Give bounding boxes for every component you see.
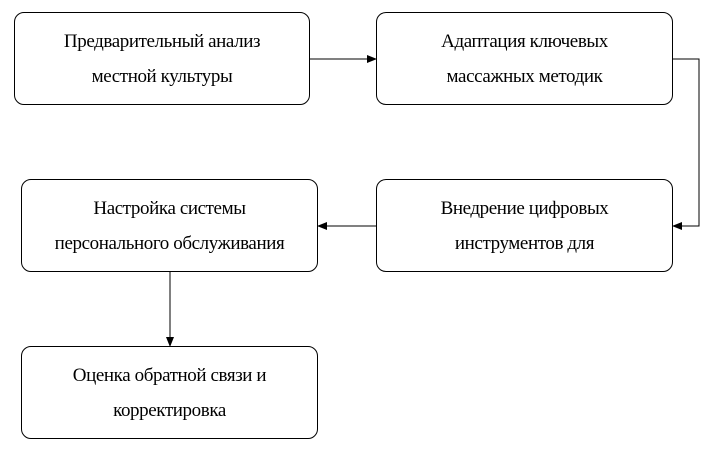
step-label-line-1: Внедрение цифровых [440, 197, 609, 219]
step-feedback-evaluation: Оценка обратной связи и корректировка [21, 346, 318, 439]
step-label-line-1: Настройка системы [93, 197, 246, 219]
step-label-line-1: Предварительный анализ [63, 30, 261, 52]
step-digital-tools-implementation: Внедрение цифровых инструментов для [376, 179, 673, 272]
step-personal-service-setup: Настройка системы персонального обслужив… [21, 179, 318, 272]
step-local-culture-analysis: Предварительный анализ местной культуры [14, 12, 310, 105]
step-label-line-2: местной культуры [91, 65, 233, 87]
step-massage-methods-adaptation: Адаптация ключевых массажных методик [376, 12, 673, 105]
step-label-line-1: Оценка обратной связи и [72, 364, 267, 386]
step-label: Адаптация ключевых массажных методик [441, 24, 608, 94]
step-label-line-2: массажных методик [446, 65, 603, 87]
step-label-line-2: корректировка [113, 399, 226, 421]
step-label-line-1: Адаптация ключевых [441, 30, 608, 52]
step-label: Внедрение цифровых инструментов для [441, 191, 609, 261]
step-label-line-2: персонального обслуживания [54, 232, 285, 254]
step-label-line-2: инструментов для [454, 232, 595, 254]
step-label: Предварительный анализ местной культуры [63, 24, 261, 94]
arrow-adaptation-to-digital [672, 58, 700, 230]
step-label: Оценка обратной связи и корректировка [72, 358, 267, 428]
step-label: Настройка системы персонального обслужив… [55, 191, 285, 261]
